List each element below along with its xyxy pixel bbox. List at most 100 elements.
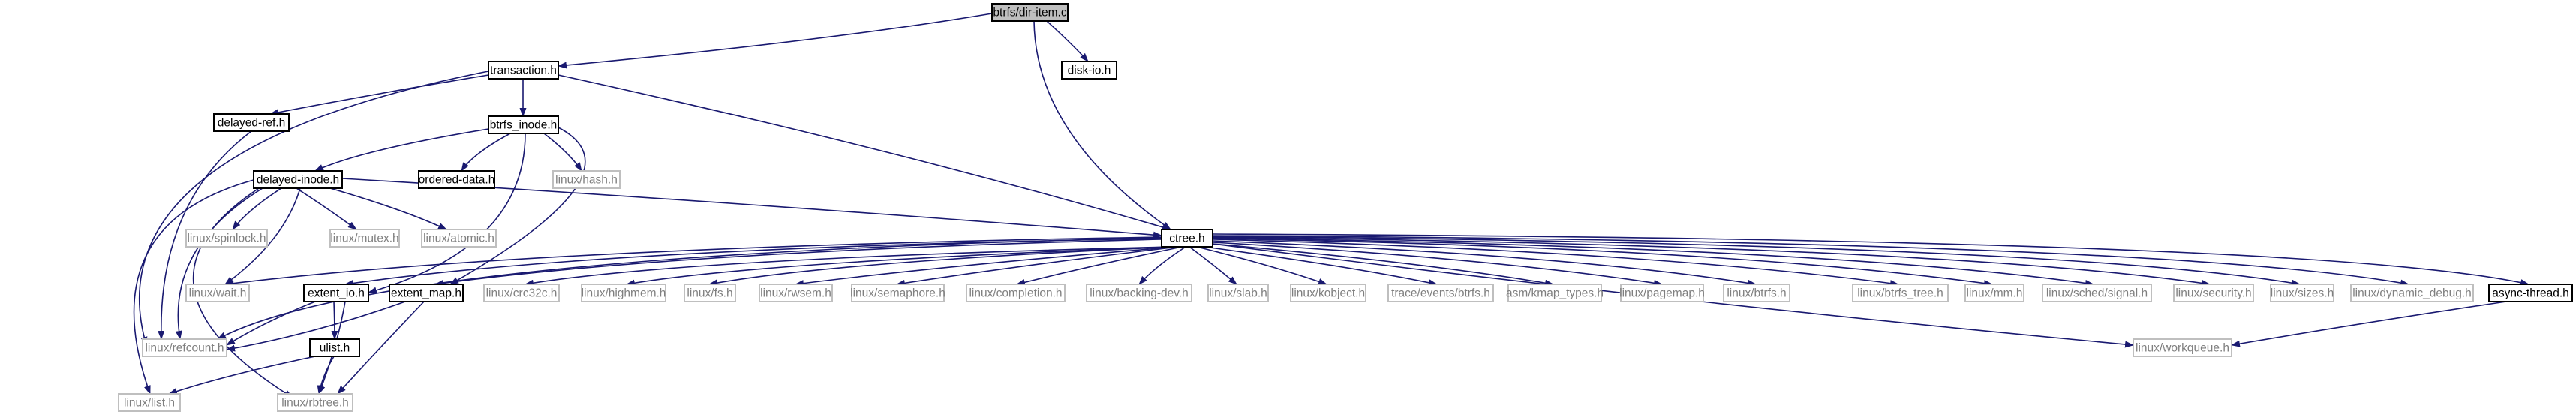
- node-box: [2270, 284, 2334, 302]
- edge-ctree-to-linux_backing_dev: [1138, 246, 1186, 285]
- node-label: btrfs/dir-item.c: [993, 7, 1066, 20]
- edge-extent_map-to-linux_rbtree: [337, 301, 425, 394]
- node-box: [488, 116, 559, 134]
- node-box: [303, 284, 369, 302]
- node-box: [2042, 284, 2152, 302]
- node-box: [329, 229, 400, 248]
- edge-extent_io-to-ulist: [331, 301, 338, 340]
- node-extent-map[interactable]: extent_map.h: [389, 284, 464, 302]
- node-delayed-ref[interactable]: delayed-ref.h: [213, 113, 290, 132]
- edge-ctree-to-linux_rwsem: [795, 246, 1177, 287]
- node-linux-sizes: linux/sizes.h: [2270, 284, 2334, 302]
- node-label: linux/crc32c.h: [486, 287, 558, 300]
- node-linux-semaphore: linux/semaphore.h: [850, 284, 945, 302]
- node-ordered-data[interactable]: ordered-data.h: [418, 170, 495, 189]
- edge-ctree-to-linux_slab: [1189, 246, 1237, 285]
- node-delayed-inode[interactable]: delayed-inode.h: [253, 170, 343, 189]
- node-label: linux/refcount.h: [145, 342, 224, 355]
- node-box: [277, 393, 353, 412]
- node-linux-workqueue: linux/workqueue.h: [2133, 338, 2232, 357]
- node-label: linux/btrfs.h: [1727, 287, 1786, 300]
- node-box: [1852, 284, 1949, 302]
- edge-delayed_inode-to-linux_wait: [224, 188, 301, 285]
- node-box: [966, 284, 1066, 302]
- edge-ctree-to-linux_sizes: [1212, 236, 2301, 286]
- node-transaction[interactable]: transaction.h: [488, 61, 559, 80]
- node-label: linux/spinlock.h: [187, 232, 266, 245]
- node-async-thread[interactable]: async-thread.h: [2488, 284, 2573, 302]
- edge-async_thread-to-linux_workqueue: [2231, 301, 2507, 347]
- node-label: delayed-ref.h: [218, 117, 285, 130]
- node-linux-slab: linux/slab.h: [1207, 284, 1269, 302]
- edge-ctree-to-linux_wait: [224, 236, 1162, 287]
- node-box: [2173, 284, 2254, 302]
- node-label: linux/slab.h: [1209, 287, 1267, 300]
- node-label: async-thread.h: [2492, 287, 2569, 300]
- node-linux-backing-dev: linux/backing-dev.h: [1086, 284, 1192, 302]
- node-linux-completion: linux/completion.h: [966, 284, 1066, 302]
- node-linux-atomic: linux/atomic.h: [421, 229, 497, 248]
- node-box: [309, 338, 360, 357]
- node-box: [1723, 284, 1790, 302]
- node-label: btrfs_inode.h: [490, 119, 558, 132]
- edge-transaction-to-delayed_ref: [269, 74, 489, 116]
- node-box: [253, 170, 343, 189]
- node-box: [2488, 284, 2573, 302]
- node-box: [552, 170, 621, 189]
- edge-btrfs_inode-to-linux_hash: [543, 133, 582, 172]
- edge-btrfs_inode-to-ordered_data: [461, 133, 511, 172]
- node-dir-item[interactable]: btrfs/dir-item.c: [991, 3, 1069, 22]
- node-label: linux/sched/signal.h: [2046, 287, 2148, 300]
- node-box: [142, 338, 227, 357]
- edge-ctree-to-linux_refcount: [217, 237, 1162, 340]
- edge-ctree-to-linux_completion: [1016, 246, 1183, 286]
- node-box: [991, 3, 1069, 22]
- node-box: [1061, 61, 1117, 80]
- node-label: ordered-data.h: [419, 174, 495, 187]
- file-nodes: btrfs/dir-item.c transaction.h disk-io.h de…: [118, 3, 2573, 412]
- node-label: linux/list.h: [124, 397, 175, 410]
- node-box: [1207, 284, 1269, 302]
- edge-dir_item-to-ctree: [1033, 20, 1171, 230]
- node-box: [418, 170, 495, 189]
- node-box: [1086, 284, 1192, 302]
- node-label: linux/kobject.h: [1291, 287, 1365, 300]
- edge-ctree-to-linux_btrfs: [1212, 240, 1757, 286]
- edge-delayed_ref-to-linux_refcount: [158, 130, 252, 340]
- node-linux-btrfs: linux/btrfs.h: [1723, 284, 1790, 302]
- node-box: [1964, 284, 2024, 302]
- node-label: linux/rwsem.h: [760, 287, 831, 300]
- edge-ctree-to-linux_btrfs_tree: [1212, 238, 1899, 287]
- node-label: linux/security.h: [2175, 287, 2251, 300]
- node-label: linux/hash.h: [555, 174, 618, 187]
- node-linux-mutex: linux/mutex.h: [329, 229, 400, 248]
- edge-dir_item-to-disk_io: [1046, 20, 1089, 62]
- node-label: linux/backing-dev.h: [1090, 287, 1189, 300]
- edge-btrfs_inode-to-delayed_inode: [314, 128, 489, 172]
- node-label: ulist.h: [320, 342, 350, 355]
- edge-transaction-to-linux_refcount: [139, 70, 489, 346]
- edge-delayed_inode-to-linux_mutex: [296, 188, 357, 230]
- node-label: linux/mm.h: [1967, 287, 2023, 300]
- node-linux-kobject: linux/kobject.h: [1290, 284, 1366, 302]
- node-ctree[interactable]: ctree.h: [1161, 229, 1213, 248]
- node-disk-io[interactable]: disk-io.h: [1061, 61, 1117, 80]
- node-ulist[interactable]: ulist.h: [309, 338, 360, 357]
- edge-delayed_inode-to-linux_spinlock: [232, 188, 282, 230]
- node-btrfs-inode[interactable]: btrfs_inode.h: [488, 116, 559, 134]
- edge-extent_map-to-linux_refcount: [226, 301, 406, 352]
- edge-ulist-to-linux_list: [168, 356, 316, 394]
- edge-delayed_inode-to-linux_list: [133, 179, 254, 394]
- node-linux-list: linux/list.h: [118, 393, 181, 412]
- node-extent-io[interactable]: extent_io.h: [303, 284, 369, 302]
- node-label: linux/dynamic_debug.h: [2352, 287, 2472, 300]
- node-label: linux/completion.h: [969, 287, 1062, 300]
- node-linux-fs: linux/fs.h: [684, 284, 736, 302]
- node-box: [118, 393, 181, 412]
- edge-transaction-to-ctree: [558, 74, 1171, 231]
- node-label: linux/mutex.h: [330, 232, 398, 245]
- node-label: disk-io.h: [1068, 64, 1111, 77]
- node-label: linux/workqueue.h: [2136, 342, 2229, 355]
- edge-ctree-to-linux_mm: [1212, 238, 1993, 286]
